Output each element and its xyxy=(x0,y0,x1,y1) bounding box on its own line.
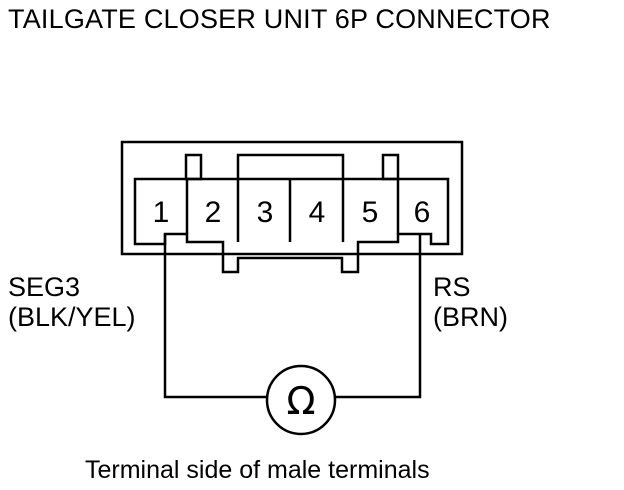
diagram-caption: Terminal side of male terminals xyxy=(85,456,430,484)
terminal-cavity xyxy=(133,177,450,274)
diagram-title: TAILGATE CLOSER UNIT 6P CONNECTOR xyxy=(8,4,551,34)
locking-tab-center xyxy=(236,153,345,179)
pin-number: 5 xyxy=(362,196,379,229)
pin-number: 1 xyxy=(153,196,170,229)
locking-tab-right xyxy=(381,153,400,181)
wire-label-left: SEG3 (BLK/YEL) xyxy=(8,272,136,332)
test-lead-right xyxy=(335,234,422,399)
wire-color-right: (BRN) xyxy=(433,302,508,332)
connector-housing xyxy=(120,140,464,256)
pin-number: 2 xyxy=(205,196,222,229)
wire-label-right: RS (BRN) xyxy=(433,272,508,332)
ohmmeter-icon xyxy=(265,364,337,436)
test-lead-left xyxy=(163,234,268,399)
pin-number: 6 xyxy=(414,196,431,229)
wire-name-left: SEG3 xyxy=(8,272,81,302)
wire-name-right: RS xyxy=(433,272,471,302)
pin-number: 4 xyxy=(309,196,326,229)
wire-color-left: (BLK/YEL) xyxy=(8,302,136,332)
pin-number: 3 xyxy=(257,196,274,229)
ohm-symbol: Ω xyxy=(286,379,315,423)
locking-tab-left xyxy=(184,153,203,181)
